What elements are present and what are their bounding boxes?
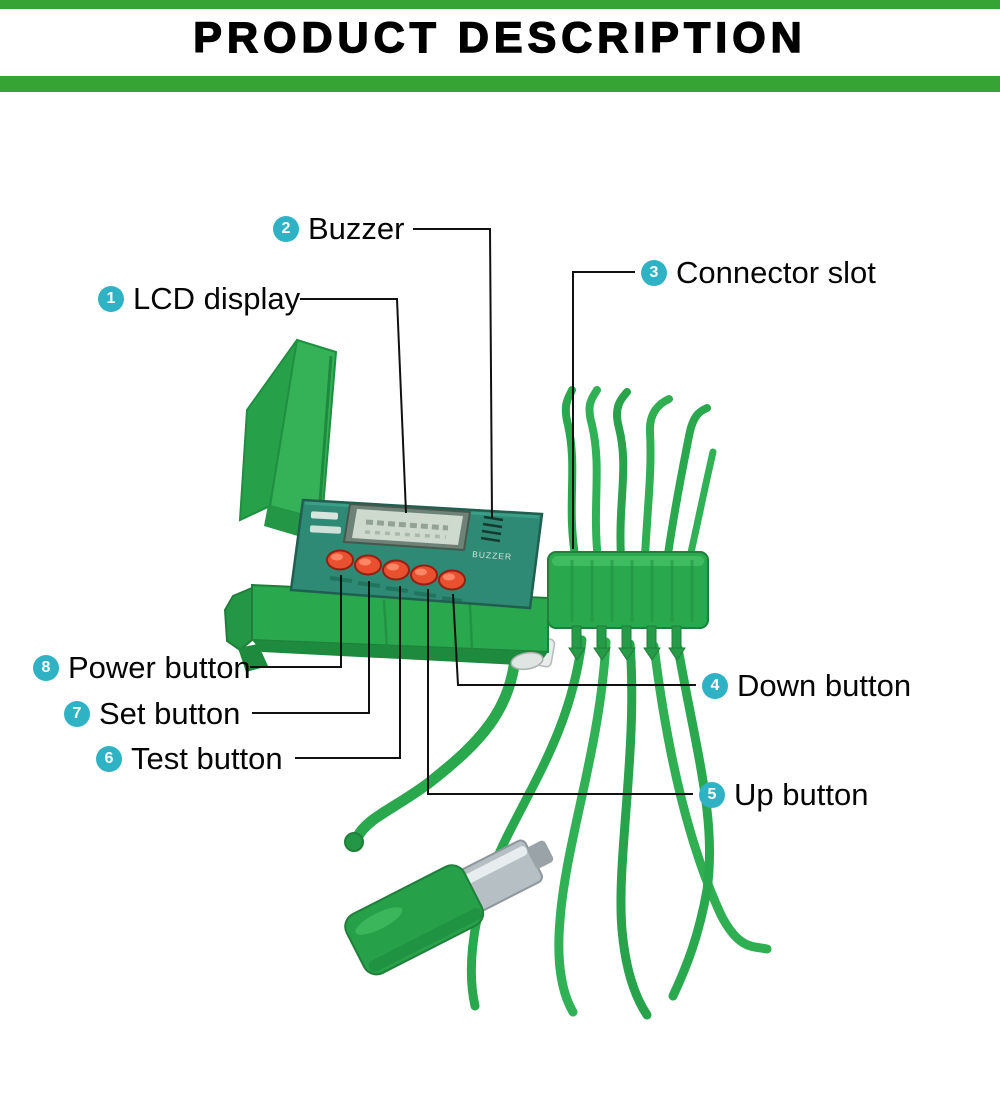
panel-button-power <box>326 549 354 571</box>
callout-label: Buzzer <box>308 211 405 246</box>
callout-up-button: 5 Up button <box>699 777 868 813</box>
number-badge-2: 2 <box>273 216 299 242</box>
callout-line-up <box>427 589 693 795</box>
number-badge-1: 1 <box>98 286 124 312</box>
number-badge-6: 6 <box>96 746 122 772</box>
callout-label: Down button <box>737 668 912 703</box>
buzzer-text: BUZZER <box>472 549 513 562</box>
page-title: PRODUCT DESCRIPTION <box>193 13 807 63</box>
callout-lcd-display: 1 LCD display <box>98 281 300 317</box>
callout-power-button: 8 Power button <box>33 650 251 686</box>
callout-label: LCD display <box>133 281 301 316</box>
callout-label: Connector slot <box>676 255 876 290</box>
lcd-display <box>342 502 472 552</box>
panel-button-test <box>382 559 410 581</box>
callout-line-set <box>252 581 370 714</box>
number-badge-3: 3 <box>641 260 667 286</box>
callout-buzzer: 2 Buzzer <box>273 211 404 247</box>
pump-tube <box>351 639 522 844</box>
callout-line-test <box>295 586 401 759</box>
white-connector <box>510 651 544 671</box>
number-badge-5: 5 <box>699 782 725 808</box>
connector-stems <box>568 625 686 661</box>
callout-label: Set button <box>99 696 241 731</box>
number-badge-7: 7 <box>64 701 90 727</box>
callout-label: Power button <box>68 650 251 685</box>
callout-label: Test button <box>131 741 283 776</box>
callout-down-button: 4 Down button <box>702 668 911 704</box>
callout-line-lcd <box>300 298 407 514</box>
header-bottom-bar <box>0 76 1000 92</box>
header-top-bar <box>0 0 1000 9</box>
tubes-top <box>561 386 717 566</box>
callout-line-down <box>452 593 696 686</box>
panel-button-down <box>438 569 466 591</box>
device-lid <box>238 338 338 542</box>
tube-end-cap <box>344 832 364 852</box>
connector-slot <box>530 551 709 668</box>
buzzer-grille: BUZZER <box>472 515 513 562</box>
mounting-hook <box>238 644 268 672</box>
panel-button-up <box>410 564 438 586</box>
callout-lines <box>250 228 696 795</box>
panel-button-set <box>354 554 382 576</box>
number-badge-4: 4 <box>702 673 728 699</box>
callout-line-connector <box>572 271 635 549</box>
callout-set-button: 7 Set button <box>64 696 240 732</box>
number-badge-8: 8 <box>33 655 59 681</box>
callout-test-button: 6 Test button <box>96 741 283 777</box>
pump-assembly <box>344 839 554 976</box>
callout-label: Up button <box>734 777 869 812</box>
callout-line-power <box>250 575 342 668</box>
callout-line-buzzer <box>413 228 493 519</box>
callout-connector-slot: 3 Connector slot <box>641 255 876 291</box>
